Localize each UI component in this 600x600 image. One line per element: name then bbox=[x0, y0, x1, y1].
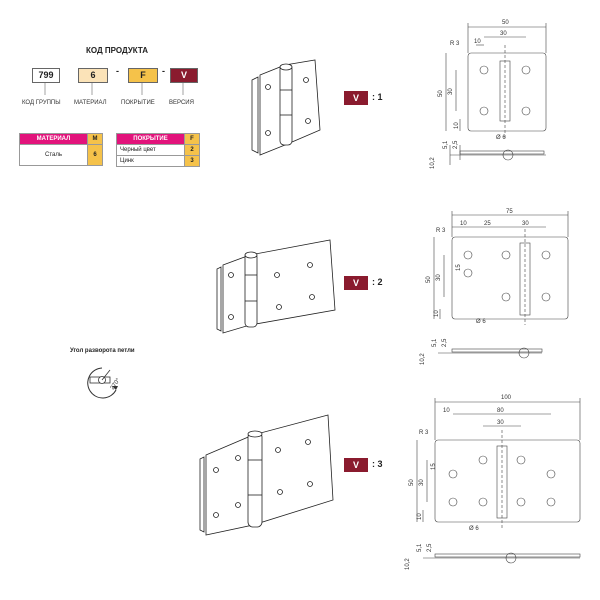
angle-value: 270° bbox=[110, 377, 122, 391]
dim-c: 30 bbox=[522, 221, 529, 227]
dim-thickness-1: 5,1 bbox=[417, 543, 423, 552]
dim-spacing: 15 bbox=[431, 463, 437, 470]
material-table-header: МАТЕРИАЛ bbox=[19, 133, 88, 145]
dim-offset-v: 10 bbox=[434, 310, 440, 317]
material-row-name: Сталь bbox=[19, 144, 88, 166]
dim-thickness-3: 10,2 bbox=[405, 558, 411, 570]
dim-radius: R 3 bbox=[450, 41, 460, 47]
code-label-material: МАТЕРИАЛ bbox=[74, 100, 107, 106]
dim-spacing: 15 bbox=[456, 264, 462, 271]
dim-hole: Ø 6 bbox=[469, 526, 479, 532]
technical-drawing-v1: 50 30 10 R 3 50 30 10 Ø 6 5,1 2,5 10,2 bbox=[430, 20, 547, 169]
material-row-code: 6 bbox=[87, 144, 103, 166]
code-box-group: 799 bbox=[32, 68, 60, 83]
hinge-illustration-v1 bbox=[251, 59, 321, 156]
dim-thickness-1: 5,1 bbox=[432, 338, 438, 347]
dim-height: 50 bbox=[409, 479, 415, 486]
dim-thickness-2: 2,5 bbox=[442, 338, 448, 347]
code-separator: - bbox=[116, 66, 119, 76]
rotation-angle-icon: 270° bbox=[87, 367, 122, 399]
code-box-material: 6 bbox=[78, 68, 108, 83]
code-leader-lines bbox=[44, 82, 184, 95]
dim-b: 25 bbox=[484, 221, 491, 227]
version-tag-2: V bbox=[344, 276, 368, 290]
dim-height: 50 bbox=[438, 90, 444, 97]
coating-table-key: F bbox=[184, 133, 200, 145]
dim-height-inner: 30 bbox=[436, 274, 442, 281]
material-table-key: M bbox=[87, 133, 103, 145]
dim-height-inner: 30 bbox=[448, 88, 454, 95]
version-tag-3: V bbox=[344, 458, 368, 472]
version-number-3: : 3 bbox=[372, 459, 383, 469]
dim-radius: R 3 bbox=[436, 228, 446, 234]
coating-row-code: 2 bbox=[184, 144, 200, 156]
code-separator: - bbox=[162, 66, 165, 76]
code-box-coating: F bbox=[128, 68, 158, 83]
dim-height-inner: 30 bbox=[419, 479, 425, 486]
version-number-2: : 2 bbox=[372, 277, 383, 287]
dim-width: 50 bbox=[502, 20, 509, 26]
dim-offset-v: 10 bbox=[454, 122, 460, 129]
technical-drawing-v3: 100 10 80 30 R 3 50 30 15 10 Ø 6 5,1 2,5… bbox=[405, 395, 581, 570]
dim-offset-v: 10 bbox=[417, 513, 423, 520]
coating-row-name: Черный цвет bbox=[116, 144, 185, 156]
coating-table-header: ПОКРЫТИЕ bbox=[116, 133, 185, 145]
technical-drawing-v2: 75 10 25 30 R 3 50 30 15 10 Ø 6 5,1 2,5 … bbox=[420, 209, 569, 365]
dim-radius: R 3 bbox=[419, 430, 429, 436]
dim-height: 50 bbox=[426, 276, 432, 283]
dim-thickness-2: 2,5 bbox=[453, 140, 459, 149]
code-label-version: ВЕРСИЯ bbox=[169, 100, 194, 106]
dim-thickness-3: 10,2 bbox=[420, 353, 426, 365]
dim-width: 75 bbox=[506, 209, 513, 215]
version-tag-1: V bbox=[344, 91, 368, 105]
dim-thickness-3: 10,2 bbox=[430, 157, 436, 169]
code-label-coating: ПОКРЫТИЕ bbox=[121, 100, 155, 106]
dim-hole: Ø 6 bbox=[496, 135, 506, 141]
dim-b: 80 bbox=[497, 408, 504, 414]
rotation-angle-label: Угол разворота петли bbox=[70, 348, 135, 354]
hinge-illustration-v2 bbox=[216, 239, 336, 334]
code-box-version: V bbox=[170, 68, 198, 83]
code-label-group: КОД ГРУППЫ bbox=[22, 100, 61, 106]
dim-offset: 10 bbox=[474, 39, 481, 45]
version-number-1: : 1 bbox=[372, 92, 383, 102]
dim-thickness-2: 2,5 bbox=[427, 543, 433, 552]
dim-width: 100 bbox=[501, 395, 512, 401]
dim-c: 30 bbox=[497, 420, 504, 426]
coating-row-name: Цинк bbox=[116, 155, 185, 167]
dim-inner: 30 bbox=[500, 31, 507, 37]
dim-a: 10 bbox=[443, 408, 450, 414]
dim-hole: Ø 6 bbox=[476, 319, 486, 325]
product-code-title: КОД ПРОДУКТА bbox=[86, 46, 149, 55]
dim-thickness-1: 5,1 bbox=[443, 140, 449, 149]
dim-a: 10 bbox=[460, 221, 467, 227]
coating-row-code: 3 bbox=[184, 155, 200, 167]
hinge-illustration-v3 bbox=[199, 414, 334, 536]
